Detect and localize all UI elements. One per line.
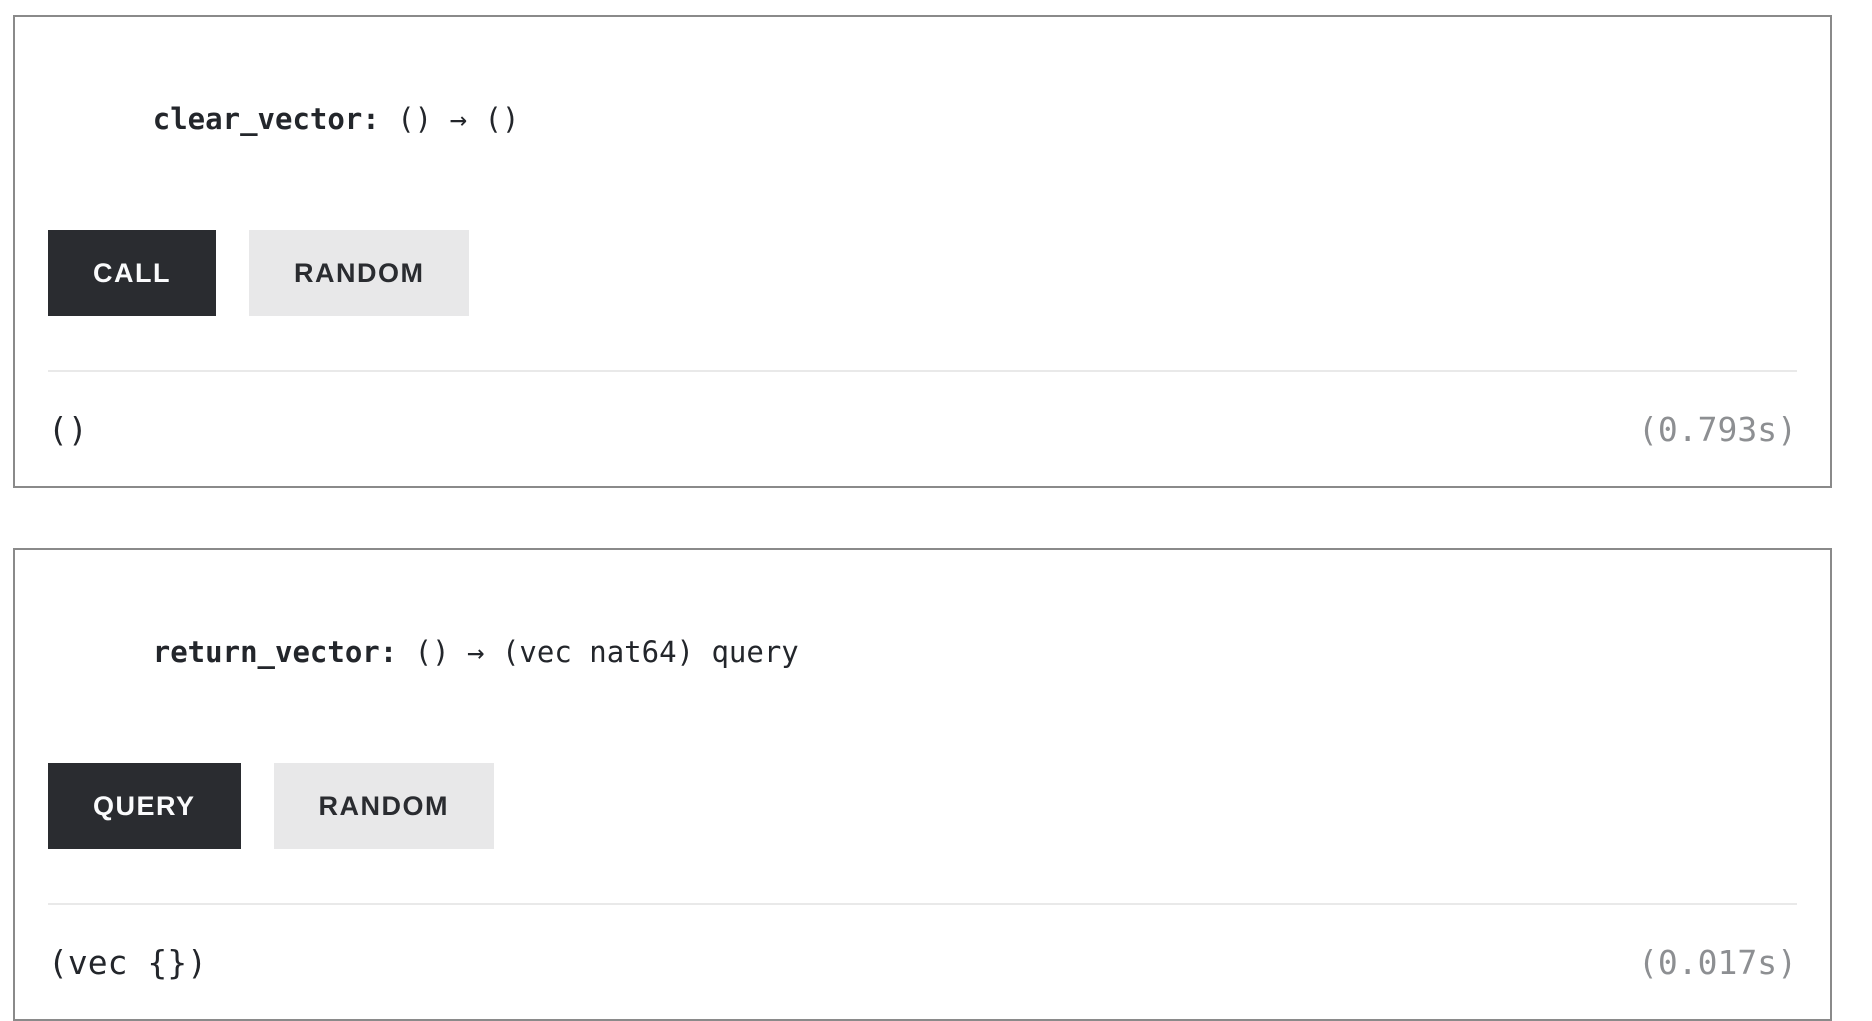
method-card-clear-vector: clear_vector: () → () CALL RANDOM () (0.… xyxy=(13,15,1832,488)
random-button[interactable]: RANDOM xyxy=(273,763,495,849)
method-name: return_vector: xyxy=(152,635,398,669)
result-row: () (0.793s) xyxy=(48,372,1797,486)
method-buttons: QUERY RANDOM xyxy=(48,763,1797,849)
result-value: (vec {}) xyxy=(48,942,207,982)
result-divider xyxy=(48,370,1797,372)
result-row: (vec {}) (0.017s) xyxy=(48,905,1797,1019)
method-buttons: CALL RANDOM xyxy=(48,230,1797,316)
call-button[interactable]: CALL xyxy=(48,230,216,316)
method-card-return-vector: return_vector: () → (vec nat64) query QU… xyxy=(13,548,1832,1021)
random-button[interactable]: RANDOM xyxy=(248,230,470,316)
query-button[interactable]: QUERY xyxy=(48,763,241,849)
result-duration: (0.017s) xyxy=(1638,942,1797,982)
method-type-signature: () → (vec nat64) query xyxy=(397,635,799,669)
result-duration: (0.793s) xyxy=(1638,409,1797,449)
method-signature: return_vector: () → (vec nat64) query xyxy=(48,550,1797,709)
method-signature: clear_vector: () → () xyxy=(48,17,1797,176)
method-type-signature: () → () xyxy=(379,102,520,136)
method-name: clear_vector: xyxy=(152,102,380,136)
result-value: () xyxy=(48,409,88,449)
